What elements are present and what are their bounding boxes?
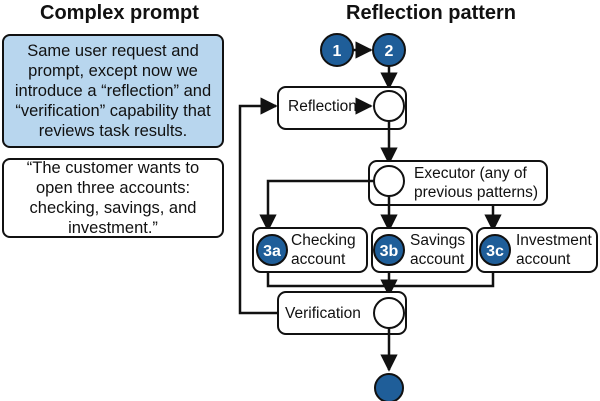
step-3a-label: 3a [263,243,281,260]
investment-account-box [476,227,598,273]
step-2-label: 2 [385,43,394,60]
reflection-label: Reflection [288,98,357,115]
checking-label-line2: account [291,251,346,268]
executor-label-line2: previous patterns) [414,184,538,201]
merge-from-investment [389,272,495,288]
reflection-box [277,86,407,130]
watermark-text: 掘金技术社区 @ 数据智能老司机 [405,374,595,390]
savings-label-line1: Savings [410,232,465,249]
step-1-node: 1 [320,33,354,67]
executor-junction [373,165,405,197]
verification-junction [373,297,405,329]
step-1-label: 1 [333,43,342,60]
complex-prompt-title: Complex prompt [40,2,199,24]
verification-label: Verification [285,305,361,322]
step-3b-node: 3b [373,234,405,266]
step-3c-label: 3c [486,243,504,260]
step-3a-node: 3a [256,234,288,266]
savings-label-line2: account [410,251,465,268]
output-node [374,373,404,401]
investment-label-line2: account [516,251,571,268]
executor-label-line1: Executor (any of [414,165,528,182]
merge-from-checking [266,272,389,288]
executor-box [368,160,548,206]
prompt-info-box: Same user request and prompt, except now… [2,34,224,148]
arrow-executor-to-checking [259,179,374,232]
step-3b-label: 3b [380,243,399,260]
feedback-loop-arrow [238,97,278,315]
step-2-node: 2 [372,33,406,67]
checking-label-line1: Checking [291,232,356,249]
investment-label-line1: Investment [516,232,593,249]
reflection-junction [373,90,405,122]
customer-request-box: “The customer wants to open three accoun… [2,158,224,238]
step-3c-node: 3c [479,234,511,266]
reflection-pattern-title: Reflection pattern [346,2,517,24]
